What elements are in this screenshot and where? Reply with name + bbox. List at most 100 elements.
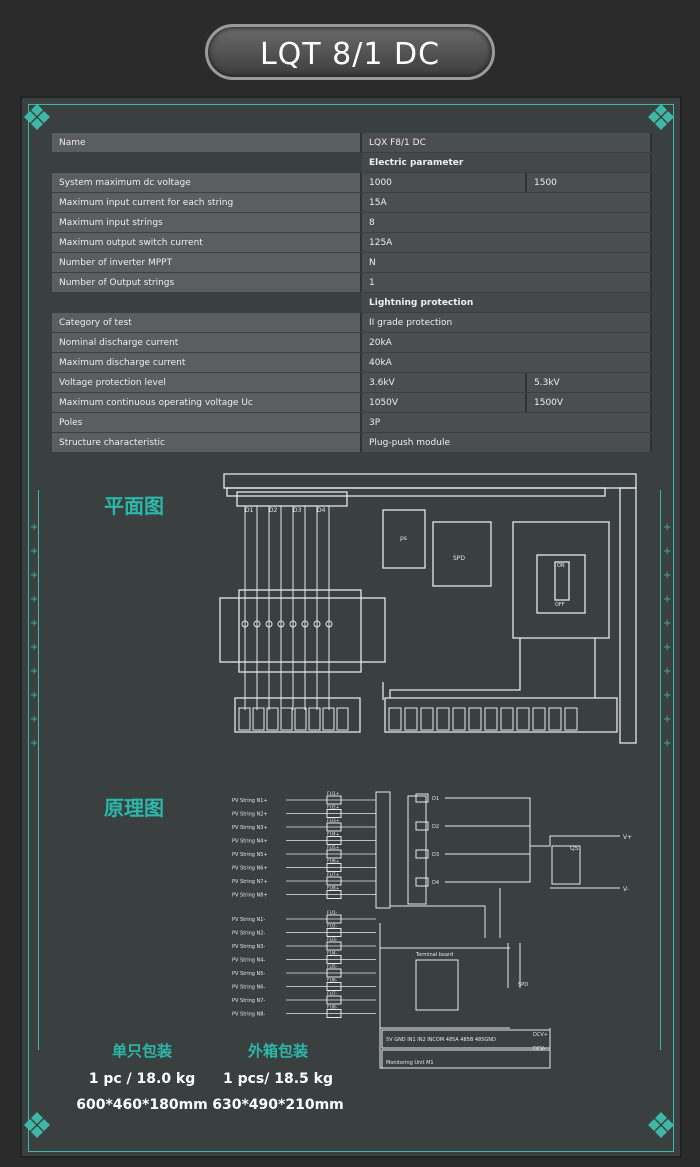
spec-value: 1000 [362,173,527,192]
terminal-dot [277,620,285,628]
panel-left-rail [38,490,39,1050]
plan-view-heading: 平面图 [104,494,164,518]
spec-label: System maximum dc voltage [52,173,362,192]
corner-ornament-icon [24,1112,50,1138]
spec-label: Category of test [52,313,362,332]
monitoring-unit-label: Monitoring Unit M1 [386,1060,434,1066]
diode-symbol [415,821,429,831]
spec-value-alt: 1500 [527,173,652,192]
section-header: Electric parameter [362,153,652,172]
fuse-symbol [326,928,342,937]
spec-value: II grade protection [362,313,652,332]
diode-label: D3 [293,507,302,514]
fuse-holder [436,707,450,731]
pv-string-label: PV String N6+ [232,866,268,872]
fuse-label: FU5+ [327,845,340,851]
fuse-holder [280,707,293,731]
side-plus-markers-right: ++++++++++ [663,522,672,749]
terminal-board-label: Terminal board [415,952,453,958]
pv-string-label: PV String N6- [232,985,265,991]
spec-value: 1 [362,273,652,292]
spec-value: N [362,253,652,272]
fuse-label: FU1- [327,910,338,916]
spec-value: 1050V [362,393,527,412]
dcv-minus-label: DCV- [533,1046,545,1052]
pv-string-label: PV String N3+ [232,825,268,831]
vminus-label: V- [623,886,629,893]
fuse-label: FU6- [327,978,338,984]
fuse-holder [388,707,402,731]
ps-label: ps [400,535,407,542]
section-header: Lightning protection [362,293,652,312]
spec-value: 15A [362,193,652,212]
single-package-info: 单只包装 1 pc / 18.0 kg 600*460*180mm [62,1040,222,1113]
spec-value: 40kA [362,353,652,372]
corner-ornament-icon [648,104,674,130]
pv-string-label: PV String N1- [232,917,265,923]
fuse-label: FU2- [327,924,338,930]
fuse-label: FU7+ [327,872,340,878]
outer-package-info: 外箱包装 1 pcs/ 18.5 kg 630*490*210mm [203,1040,353,1113]
spd-label: SPD [518,982,528,988]
diode-label: D2 [269,507,278,514]
spec-label: Maximum output switch current [52,233,362,252]
corner-ornament-icon [24,104,50,130]
section-header-row: Lightning protection [52,293,652,312]
diode-label: D2 [432,824,439,830]
fuse-holder [532,707,546,731]
fuse-label: FU1+ [327,791,340,797]
pv-string-label: PV String N5+ [232,852,268,858]
spec-label: Maximum continuous operating voltage Uc [52,393,362,412]
fuse-symbol [326,849,342,859]
spec-value: 3.6kV [362,373,527,392]
fuse-label: FU4- [327,951,338,957]
pv-string-label: PV String N8+ [232,893,268,899]
diode-symbol [415,877,429,887]
spec-label: Nominal discharge current [52,333,362,352]
pv-string-label: PV String N1+ [232,798,268,804]
fuse-symbol [326,876,342,886]
fuse-holder [564,707,578,731]
qs-label: QS [570,845,579,852]
fuse-symbol [326,941,342,951]
monitor-terminals: 5V GND IN1 IN2 INCOM 485A 485B 485GND [386,1037,496,1043]
fuse-label: FU8+ [327,886,340,892]
fuse-holder [294,707,307,731]
terminal-dot [241,620,249,628]
fuse-label: FU3- [327,937,338,943]
panel-right-rail [660,490,661,1050]
fuse-holder [500,707,514,731]
spec-label: Structure characteristic [52,433,362,452]
fuse-symbol [326,795,342,805]
fuse-label: FU5- [327,964,338,970]
terminal-dot [253,620,261,628]
terminal-dot [313,620,321,628]
fuse-symbol [326,995,342,1005]
diode-label: D1 [432,796,439,802]
terminal-dot [301,620,309,628]
fuse-symbol [326,836,342,845]
fuse-holder [516,707,530,731]
fuse-symbol [326,890,342,899]
spec-label: Name [52,133,362,152]
on-label: ON [557,563,565,569]
fuse-holder [468,707,482,731]
diode-label: D4 [317,507,326,514]
fuse-label: FU3+ [327,818,340,824]
fuse-label: FU8- [327,1005,338,1011]
spec-label: Voltage protection level [52,373,362,392]
diode-symbol [415,849,429,859]
fuse-holder [252,707,265,731]
outer-package-title: 外箱包装 [247,1042,308,1060]
fuse-holder [404,707,418,731]
spec-value: 20kA [362,333,652,352]
schematic-heading: 原理图 [104,796,164,820]
single-package-weight: 1 pc / 18.0 kg [88,1071,196,1087]
fuse-symbol [326,968,342,978]
table-row: Name LQX F8/1 DC [52,133,652,152]
